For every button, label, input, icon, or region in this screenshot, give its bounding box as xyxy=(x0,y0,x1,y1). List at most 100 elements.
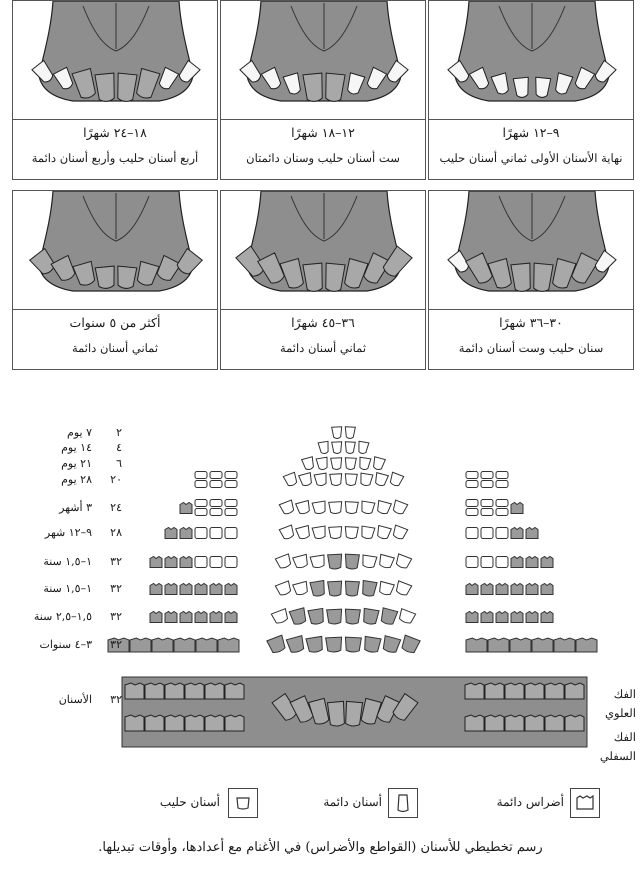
row-count-label: ٣٢ xyxy=(104,638,122,651)
milk-incisor xyxy=(394,554,411,570)
milk-incisor xyxy=(329,527,343,539)
permanent-incisor xyxy=(289,608,307,626)
permanent-molar xyxy=(180,503,192,514)
adult-molar xyxy=(125,715,144,731)
permanent-molar xyxy=(511,528,523,539)
permanent-incisor xyxy=(328,581,343,596)
adult-molar xyxy=(565,715,584,731)
legend-permanent-swatch xyxy=(388,788,418,818)
milk-incisor xyxy=(376,501,392,515)
row-count-label: ٢ xyxy=(104,426,122,439)
permanent-incisor xyxy=(326,637,343,652)
milk-molar xyxy=(225,472,237,479)
legend-milk-label: أسنان حليب xyxy=(128,795,220,809)
milk-incisor xyxy=(376,526,392,540)
figure-caption: رسم تخطيطي للأسنان (القواطع والأضراس) في… xyxy=(0,840,641,855)
row-count-label: ٣٢ xyxy=(104,555,122,568)
panel-desc: ثماني أسنان دائمة xyxy=(221,341,425,355)
milk-incisor xyxy=(357,441,369,454)
panel-1: ٩–١٢ شهرًا نهاية الأسنان الأولى ثماني أس… xyxy=(428,0,634,180)
permanent-molar xyxy=(576,638,597,652)
permanent-molar xyxy=(466,612,478,623)
panel-age: أكثر من ٥ سنوات xyxy=(13,315,217,330)
permanent-incisor xyxy=(379,608,397,626)
milk-incisor xyxy=(312,526,327,539)
milk-incisor xyxy=(310,555,326,569)
row-count-label: ٤ xyxy=(104,441,122,454)
permanent-incisor xyxy=(310,580,326,597)
milk-molar xyxy=(210,481,222,488)
permanent-incisor xyxy=(306,636,324,653)
permanent-incisor xyxy=(345,609,361,624)
dentition-chart xyxy=(0,415,641,760)
milk-incisor xyxy=(283,472,298,487)
milk-molar xyxy=(496,528,508,539)
adult-molar xyxy=(525,715,544,731)
permanent-molar xyxy=(511,584,523,595)
panel-age: ٣٠–٣٦ شهرًا xyxy=(429,315,633,330)
milk-incisor xyxy=(345,427,356,439)
legend-permanent-label: أسنان دائمة xyxy=(290,795,382,809)
adult-molar xyxy=(545,683,564,699)
adult-molar xyxy=(525,683,544,699)
milk-incisor xyxy=(332,442,343,454)
permanent-incisor xyxy=(308,608,325,625)
milk-incisor xyxy=(331,458,343,470)
milk-molar xyxy=(225,509,237,516)
row-age-label: ٢٨ يوم xyxy=(10,473,92,486)
permanent-molar xyxy=(150,612,162,623)
milk-molar xyxy=(210,509,222,516)
milk-incisor xyxy=(299,473,314,487)
milk-molar xyxy=(496,472,508,479)
row-count-label: ٣٢ xyxy=(104,693,122,706)
permanent-molar xyxy=(218,638,239,652)
permanent-molar xyxy=(180,557,192,568)
milk-molar xyxy=(210,472,222,479)
permanent-molar xyxy=(554,638,575,652)
adult-molar xyxy=(225,683,244,699)
milk-molar xyxy=(225,481,237,488)
permanent-incisor xyxy=(328,554,343,569)
permanent-incisor xyxy=(267,635,287,654)
milk-incisor xyxy=(314,473,328,486)
legend-molars-swatch xyxy=(570,788,600,818)
milk-molar xyxy=(195,472,207,479)
milk-molar xyxy=(481,472,493,479)
permanent-molar xyxy=(466,638,487,652)
milk-incisor xyxy=(359,473,373,486)
permanent-molar xyxy=(210,612,222,623)
permanent-incisor xyxy=(345,554,360,569)
panel-age: ٩–١٢ شهرًا xyxy=(429,125,633,140)
permanent-molar xyxy=(174,638,195,652)
milk-incisor xyxy=(329,502,343,514)
adult-molar xyxy=(205,715,224,731)
milk-incisor xyxy=(271,609,289,625)
milk-molar xyxy=(210,500,222,507)
milk-molar xyxy=(466,500,478,507)
panel-desc: نهاية الأسنان الأولى ثماني أسنان حليب xyxy=(429,151,633,165)
row-age-label: ١–١,٥ سنة xyxy=(10,555,92,568)
milk-incisor xyxy=(358,457,371,470)
permanent-tooth xyxy=(95,266,116,289)
milk-incisor xyxy=(394,581,411,597)
panel-2: ١٢–١٨ شهرًا ست أسنان حليب وسنان دائمتان xyxy=(220,0,426,180)
permanent-molar xyxy=(511,612,523,623)
panel-desc: أربع أسنان حليب وأربع أسنان دائمة xyxy=(13,151,217,165)
permanent-molar xyxy=(195,584,207,595)
milk-incisor xyxy=(332,427,343,439)
row-count-label: ٣٢ xyxy=(104,582,122,595)
milk-incisor xyxy=(293,554,309,569)
permanent-molar xyxy=(180,528,192,539)
permanent-molar xyxy=(496,612,508,623)
milk-incisor xyxy=(360,501,375,514)
legend-molars-label: أضراس دائمة xyxy=(470,795,564,809)
permanent-molar xyxy=(180,612,192,623)
permanent-molar xyxy=(165,528,177,539)
permanent-molar xyxy=(225,584,237,595)
upper-jaw-label: الفك العلوي xyxy=(588,685,636,723)
panel-desc: ثماني أسنان دائمة xyxy=(13,341,217,355)
row-count-label: ٣٢ xyxy=(104,610,122,623)
permanent-incisor xyxy=(381,636,400,654)
permanent-incisor xyxy=(327,609,343,624)
panel-6: أكثر من ٥ سنوات ثماني أسنان دائمة xyxy=(12,190,218,370)
